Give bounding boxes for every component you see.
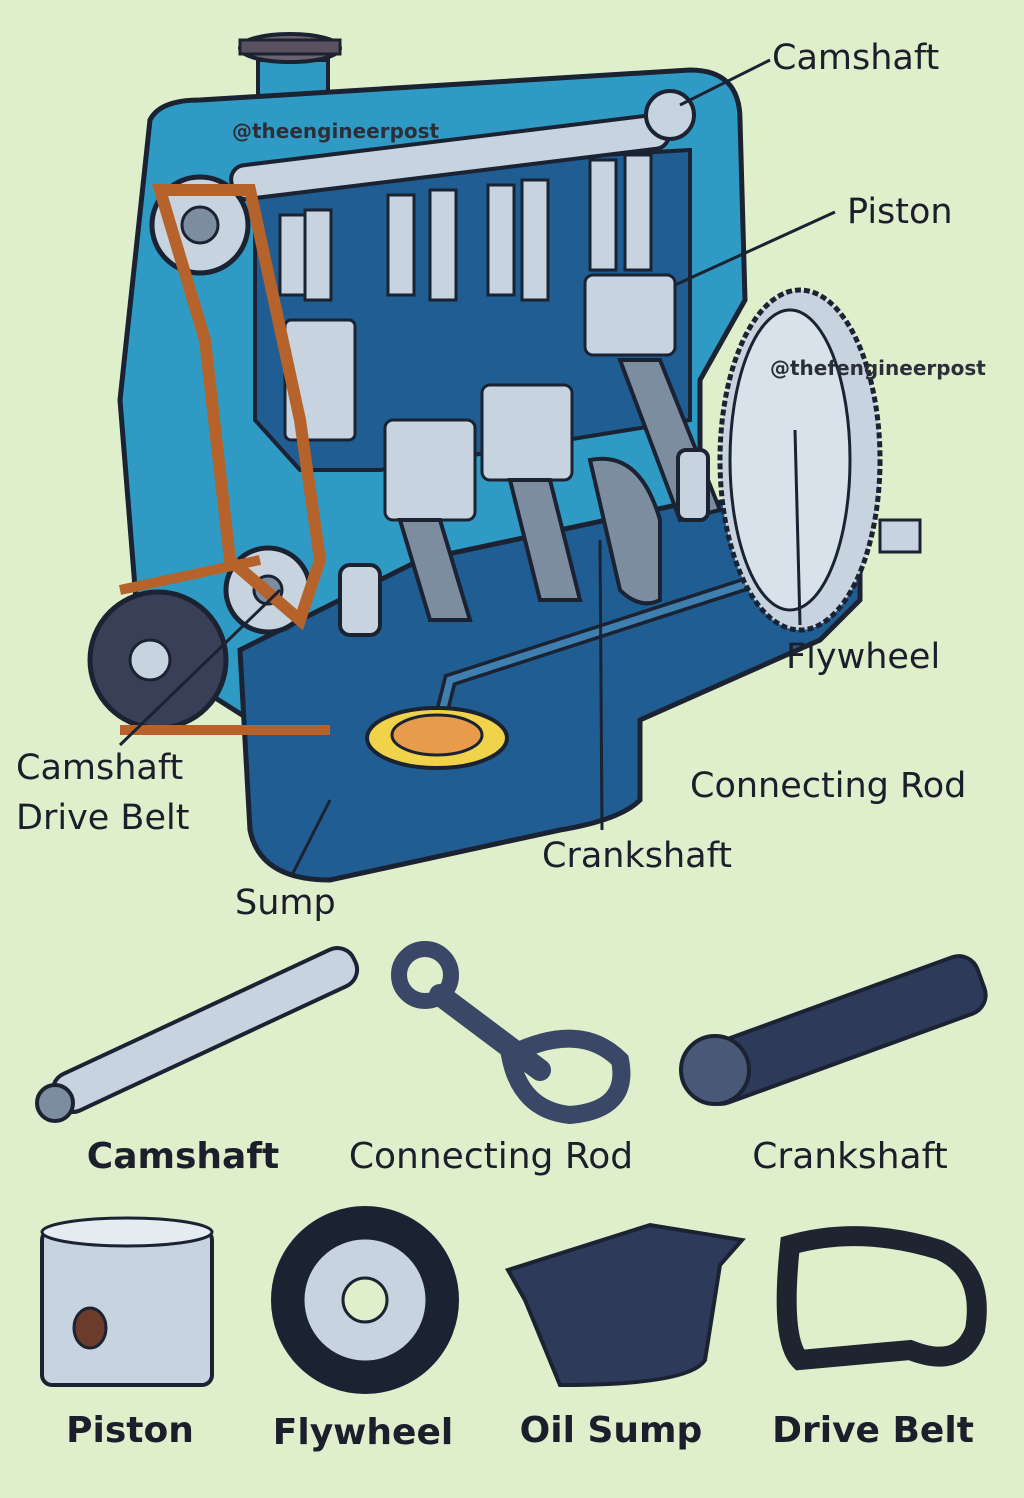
callout-connecting-rod: Connecting Rod <box>690 766 967 806</box>
part-caption-flywheel: Flywheel <box>272 1412 454 1453</box>
crankshaft-illustration <box>338 358 723 637</box>
valves-and-pistons <box>278 153 677 522</box>
connecting-rod-part-image <box>391 941 631 1125</box>
callout-flywheel: Flywheel <box>786 637 941 677</box>
callout-sump: Sump <box>235 883 336 923</box>
part-caption-crankshaft: Crankshaft <box>752 1136 948 1177</box>
crankshaft-part-image <box>679 954 988 1106</box>
callout-camshaft-drive-belt-line1: Camshaft <box>16 748 184 788</box>
callout-lines <box>118 58 836 876</box>
watermark-right: @thefengineerpost <box>770 356 986 380</box>
part-caption-camshaft: Camshaft <box>86 1136 280 1177</box>
callout-crankshaft: Crankshaft <box>542 836 733 876</box>
callout-piston: Piston <box>847 192 953 232</box>
part-caption-drive-belt: Drive Belt <box>772 1410 974 1451</box>
flywheel-part-image <box>271 1206 459 1394</box>
timing-belt-illustration <box>87 174 330 735</box>
part-caption-connecting-rod: Connecting Rod <box>348 1136 634 1177</box>
drive-belt-part-image <box>776 1226 987 1371</box>
watermark-top: @theengineerpost <box>232 119 440 143</box>
part-caption-piston: Piston <box>66 1410 194 1451</box>
callout-camshaft-drive-belt-line2: Drive Belt <box>16 798 190 838</box>
camshaft-illustration <box>229 89 696 202</box>
flywheel-illustration <box>717 287 922 633</box>
part-caption-oil-sump: Oil Sump <box>519 1410 703 1451</box>
piston-part-image <box>40 1216 214 1387</box>
callout-camshaft: Camshaft <box>772 38 940 78</box>
camshaft-part-image <box>35 946 360 1123</box>
oil-sump-part-image <box>505 1222 746 1388</box>
